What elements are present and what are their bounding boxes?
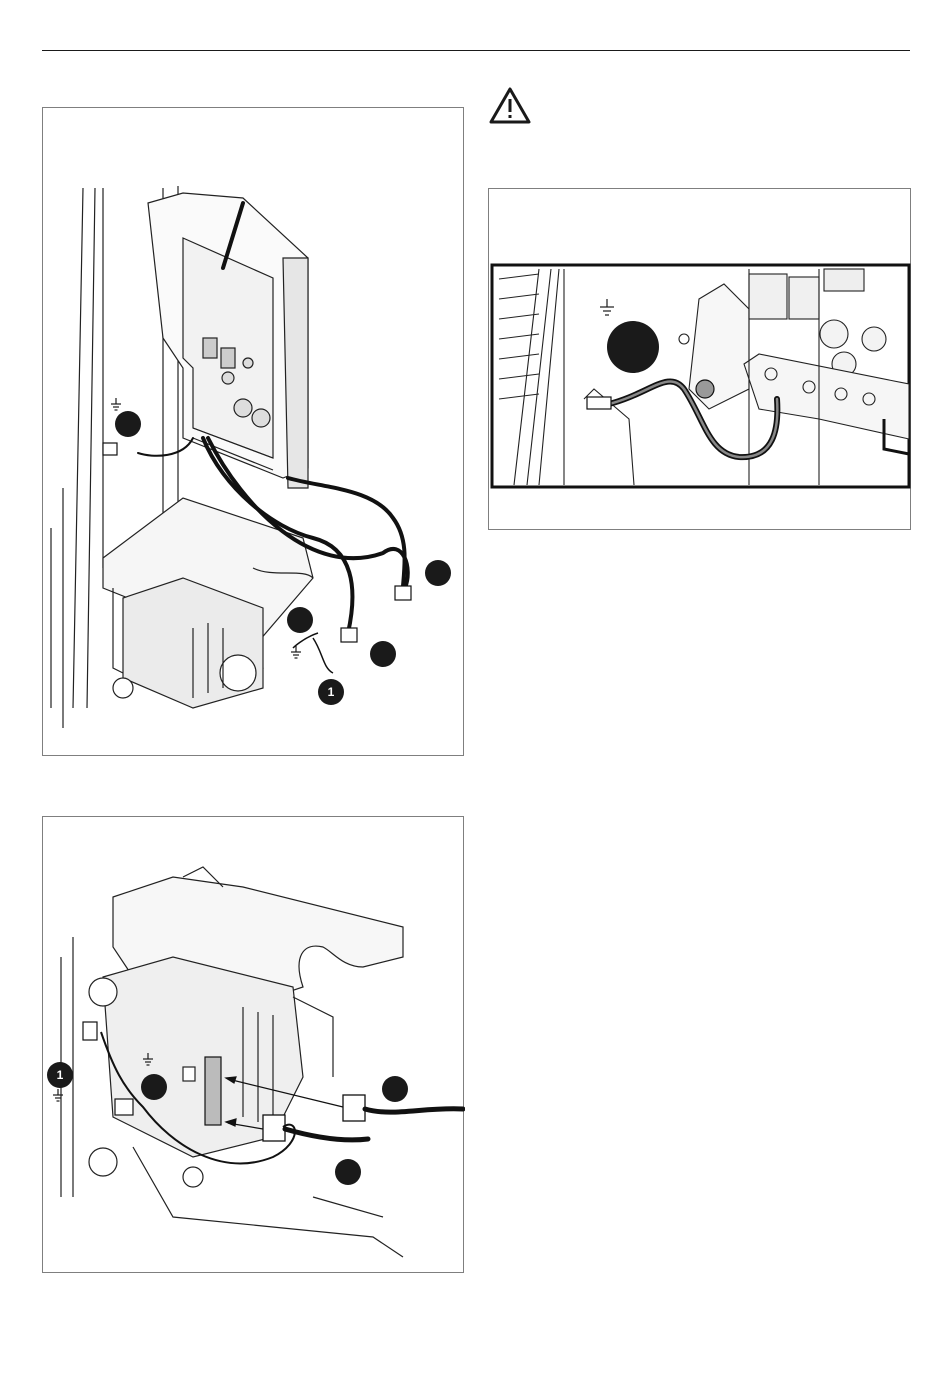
callout-badge [370, 641, 396, 667]
callout-badge: 1 [47, 1062, 73, 1088]
figure-illustration: 1 [43, 817, 465, 1274]
callout-badge [382, 1076, 408, 1102]
figure-control-board-wiring: 1 [42, 107, 464, 756]
svg-text:1: 1 [328, 685, 335, 699]
ground-symbol-icon [291, 646, 301, 658]
callout-badge: 1 [318, 679, 344, 705]
figure-motor-connector-wiring: 1 [42, 816, 464, 1273]
figure-illustration: 1 [43, 108, 465, 757]
callout-badge [335, 1159, 361, 1185]
callout-badge [115, 411, 141, 437]
callout-badge [607, 321, 659, 373]
callout-badge [287, 607, 313, 633]
figure-illustration [489, 189, 912, 531]
callout-badge [141, 1074, 167, 1100]
figure-ground-connection-detail [488, 188, 911, 530]
warning-triangle-icon [488, 86, 532, 126]
ground-symbol-icon [111, 398, 121, 410]
header-rule [42, 50, 910, 51]
svg-text:1: 1 [57, 1068, 64, 1082]
callout-badge [425, 560, 451, 586]
